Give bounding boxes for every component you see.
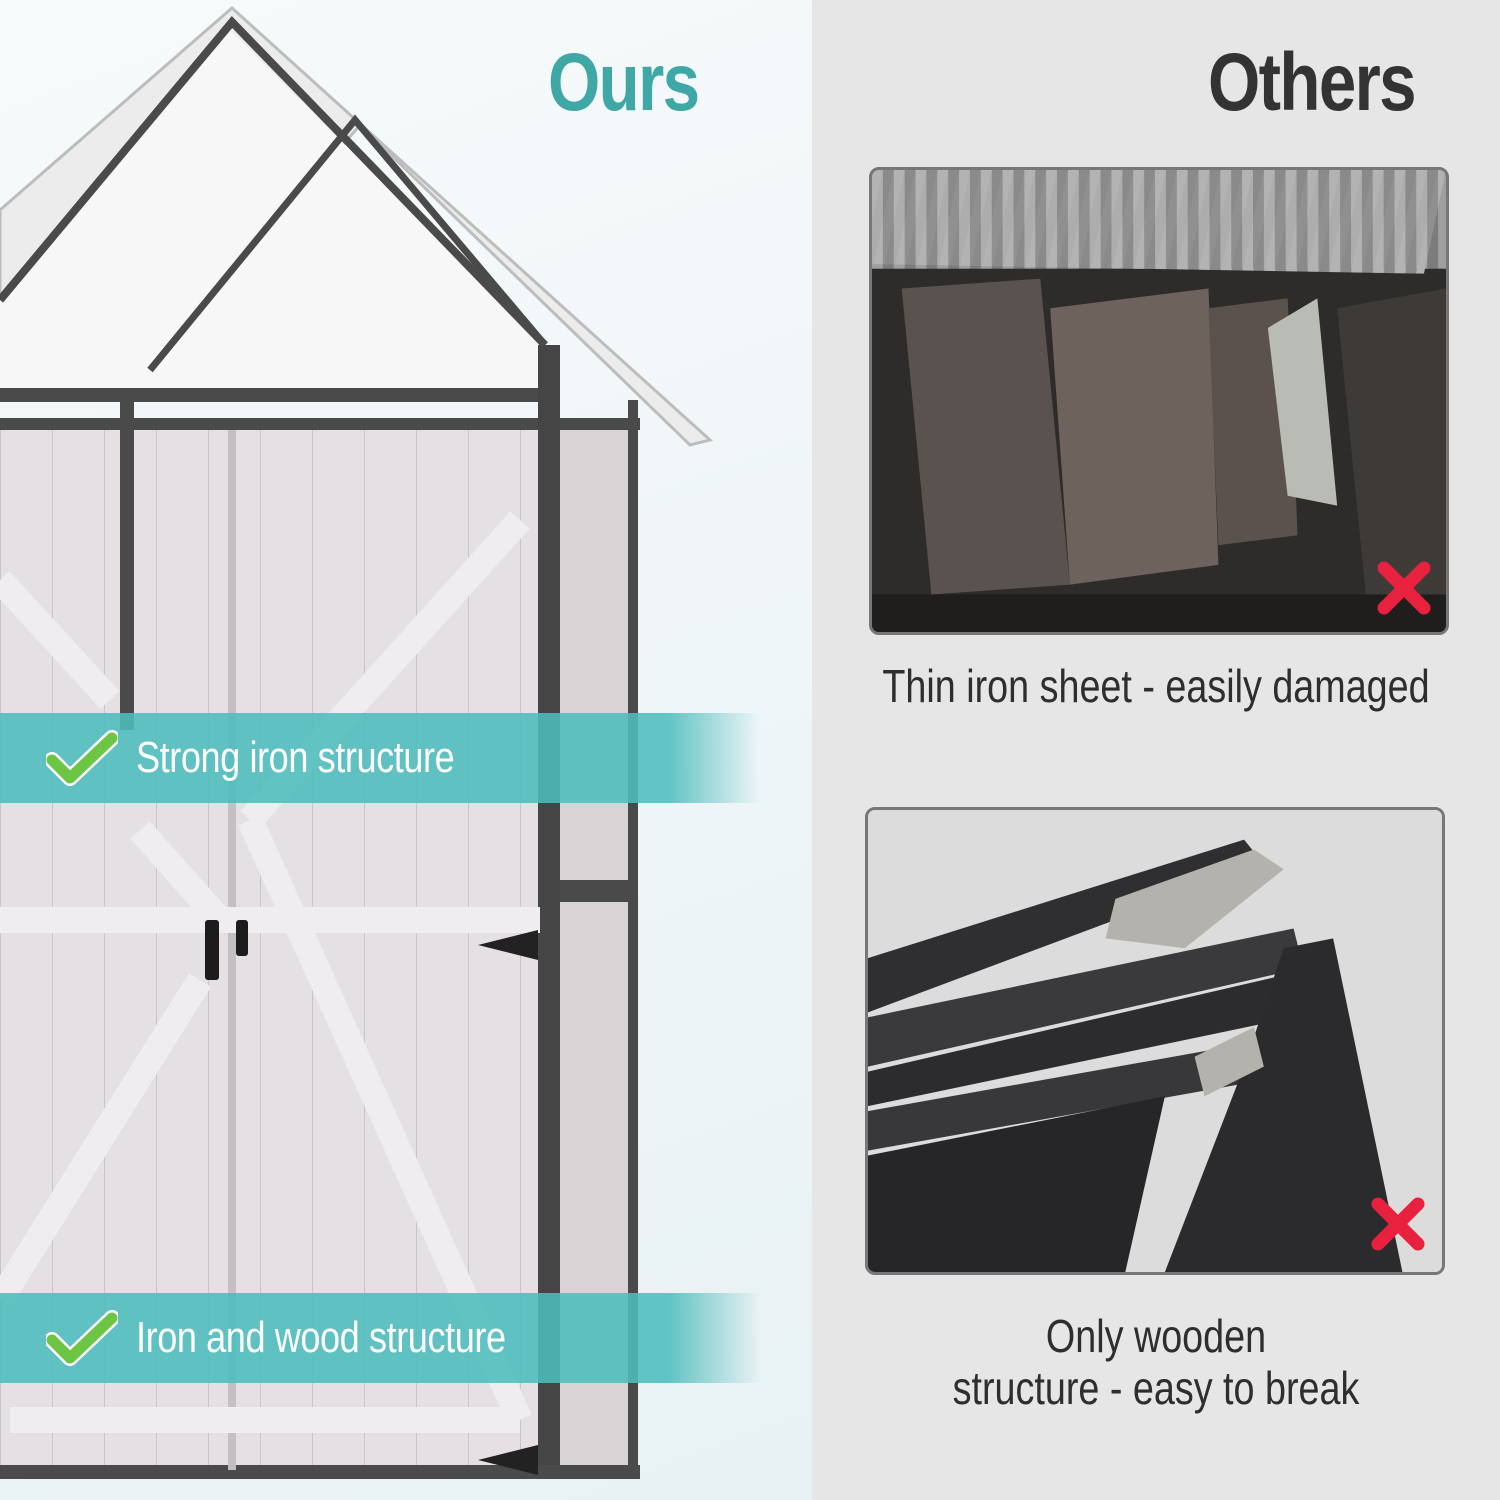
broken-wood-frame-photo xyxy=(865,807,1445,1275)
feature-label: Strong iron structure xyxy=(136,733,455,782)
cross-icon xyxy=(1371,1197,1425,1251)
feature-band: Strong iron structure xyxy=(0,713,760,803)
check-icon xyxy=(46,1310,118,1366)
others-caption: Only wooden structure - easy to break xyxy=(874,1310,1438,1414)
damaged-iron-sheet-photo xyxy=(869,167,1449,635)
ours-heading: Ours xyxy=(548,37,700,128)
feature-band: Iron and wood structure xyxy=(0,1293,760,1383)
feature-label: Iron and wood structure xyxy=(136,1313,506,1362)
others-heading: Others xyxy=(1208,37,1417,128)
caption-line: structure - easy to break xyxy=(952,1362,1360,1414)
caption-line: Only wooden xyxy=(1045,1310,1267,1362)
cross-icon xyxy=(1377,561,1431,615)
ours-panel: Ours Strong iron structure Iron and wood… xyxy=(0,0,812,1500)
others-caption: Thin iron sheet - easily damaged xyxy=(882,660,1430,712)
check-icon xyxy=(46,730,118,786)
